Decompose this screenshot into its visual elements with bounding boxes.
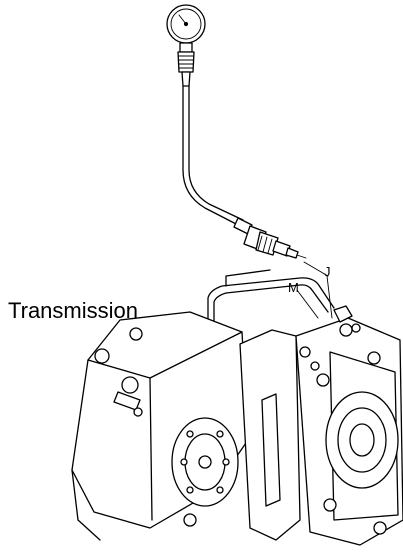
j-label: J [324, 264, 331, 279]
hose-fitting [233, 217, 307, 259]
leader-lines [296, 261, 333, 319]
transmission-label: Transmission [8, 298, 138, 323]
m-label: M [288, 280, 299, 295]
transmission-housing [71, 269, 403, 546]
hose [182, 85, 244, 227]
pressure-gauge [166, 4, 206, 87]
